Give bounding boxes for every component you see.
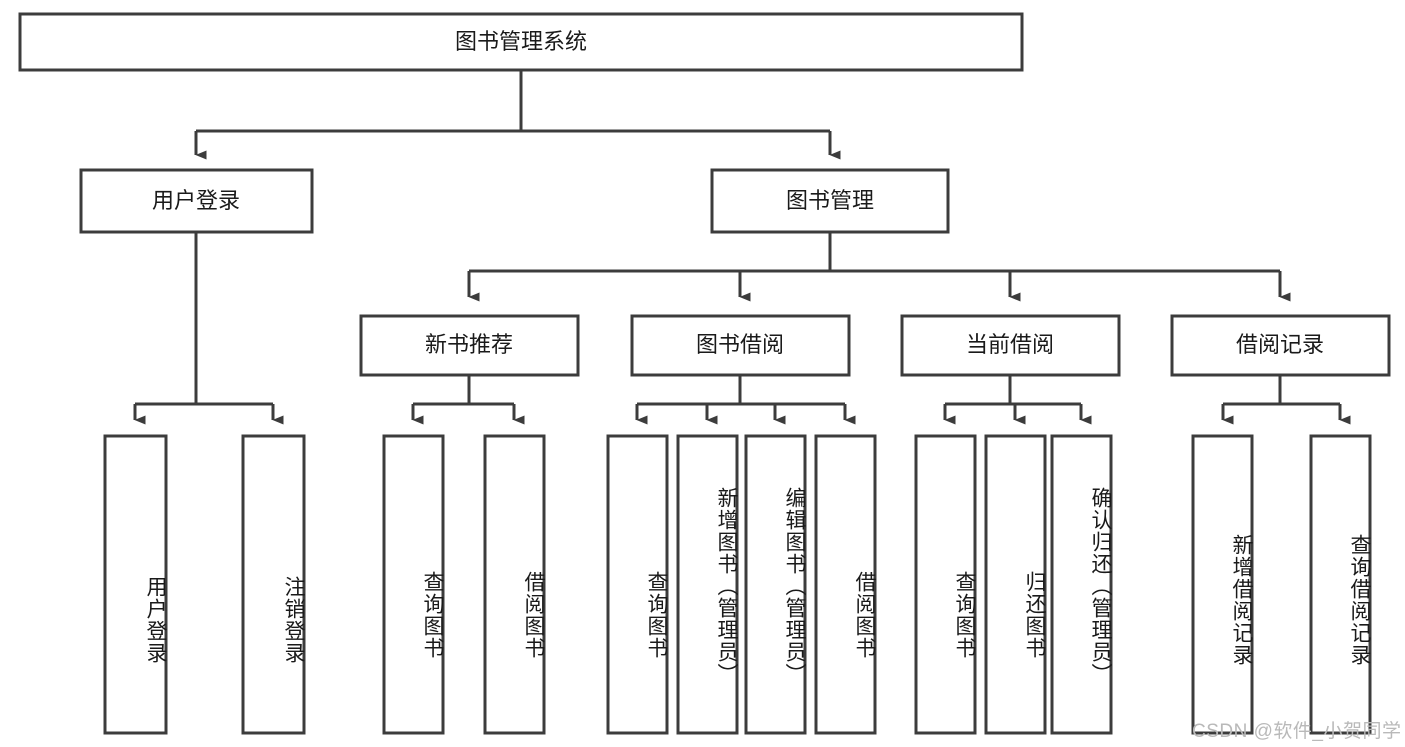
node-new-book-recommend-label: 新书推荐 (425, 332, 513, 357)
node-user-login[interactable]: 用户登录 (79, 168, 314, 234)
node-current-borrow[interactable]: 当前借阅 (900, 314, 1121, 377)
connector-newbook-to-leaves (411, 375, 525, 425)
connector-currentborrow-to-leaves (943, 375, 1092, 425)
node-leaf-return-book[interactable] (984, 434, 1047, 735)
connector-bookmgmt-to-level2 (467, 232, 1291, 302)
node-leaf-query-book-3[interactable] (914, 434, 977, 735)
node-new-book-recommend[interactable]: 新书推荐 (359, 314, 580, 377)
connector-bookborrow-to-leaves (635, 375, 856, 425)
connector-userlogin-to-leaves (133, 232, 284, 425)
node-borrow-record-label: 借阅记录 (1236, 332, 1324, 357)
node-user-login-label: 用户登录 (152, 188, 240, 213)
node-leaf-query-book-1[interactable] (382, 434, 445, 735)
node-root[interactable]: 图书管理系统 (18, 12, 1024, 72)
node-book-borrow-label: 图书借阅 (696, 332, 784, 357)
node-leaf-borrow-book-1[interactable] (483, 434, 546, 735)
connector-root-to-level1 (194, 70, 841, 160)
csdn-watermark: CSDN @软件_小贺同学 (1192, 721, 1402, 742)
node-book-management[interactable]: 图书管理 (710, 168, 950, 234)
node-book-management-label: 图书管理 (786, 188, 874, 213)
node-leaf-add-book[interactable] (676, 434, 739, 735)
node-leaf-add-record[interactable] (1191, 434, 1254, 735)
node-root-label: 图书管理系统 (455, 29, 587, 54)
node-leaf-user-logout[interactable] (241, 434, 306, 735)
node-leaf-borrow-book-2[interactable] (814, 434, 877, 735)
connector-borrowrecord-to-leaves (1221, 375, 1351, 425)
node-leaf-confirm-return[interactable] (1050, 434, 1113, 735)
node-leaf-query-record[interactable] (1309, 434, 1372, 735)
node-leaf-query-book-2[interactable] (606, 434, 669, 735)
node-borrow-record[interactable]: 借阅记录 (1170, 314, 1391, 377)
node-leaf-user-login[interactable] (103, 434, 168, 735)
node-leaf-edit-book[interactable] (744, 434, 807, 735)
node-book-borrow[interactable]: 图书借阅 (630, 314, 851, 377)
node-current-borrow-label: 当前借阅 (966, 332, 1054, 357)
